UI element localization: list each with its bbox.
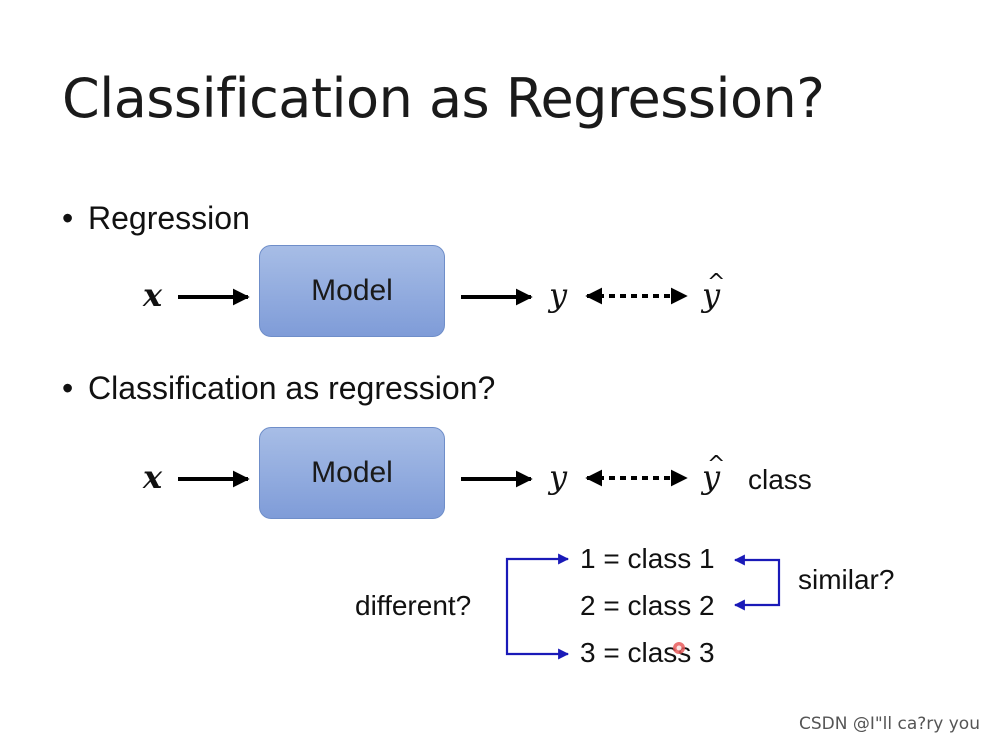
target-yhat-regression: y^ xyxy=(702,270,725,315)
bullet-dot: • xyxy=(62,200,74,236)
class-item-3: 3 = class 3 xyxy=(580,637,715,668)
target-yhat-classification: y^ xyxy=(702,452,725,497)
output-y-regression: y xyxy=(549,276,568,314)
bullet-regression: • Regression xyxy=(62,198,250,238)
output-y-classification: y xyxy=(549,458,568,496)
yhat-symbol: y xyxy=(702,276,721,314)
different-annotation: different? xyxy=(355,590,472,621)
bullet-dot: • xyxy=(62,370,74,406)
different-bracket-arrow-bottom xyxy=(505,606,570,660)
bullet-classification: • Classification as regression? xyxy=(62,368,495,408)
model-box-regression: Model xyxy=(259,245,445,337)
pointer-highlight-core xyxy=(676,645,682,651)
hat-mark: ^ xyxy=(707,270,726,295)
bullet-regression-label: Regression xyxy=(88,200,250,236)
input-x-regression: x xyxy=(143,276,163,314)
slide-title: Classification as Regression? xyxy=(62,67,825,130)
class-item-2: 2 = class 2 xyxy=(580,590,715,621)
input-x-classification: x xyxy=(143,458,163,496)
hat-mark: ^ xyxy=(707,452,726,477)
class-item-1: 1 = class 1 xyxy=(580,543,715,574)
class-note: class xyxy=(748,464,812,495)
similar-bracket-arrow-bottom xyxy=(733,582,781,611)
model-label: Model xyxy=(311,274,393,307)
similar-bracket-arrow-top xyxy=(733,554,781,582)
model-label: Model xyxy=(311,456,393,489)
similar-annotation: similar? xyxy=(798,564,895,595)
different-bracket-arrow-top xyxy=(505,553,570,606)
watermark: CSDN @I"ll ca?ry you xyxy=(798,714,980,734)
yhat-symbol: y xyxy=(702,458,721,496)
bullet-classification-label: Classification as regression? xyxy=(88,370,496,406)
model-box-classification: Model xyxy=(259,427,445,519)
